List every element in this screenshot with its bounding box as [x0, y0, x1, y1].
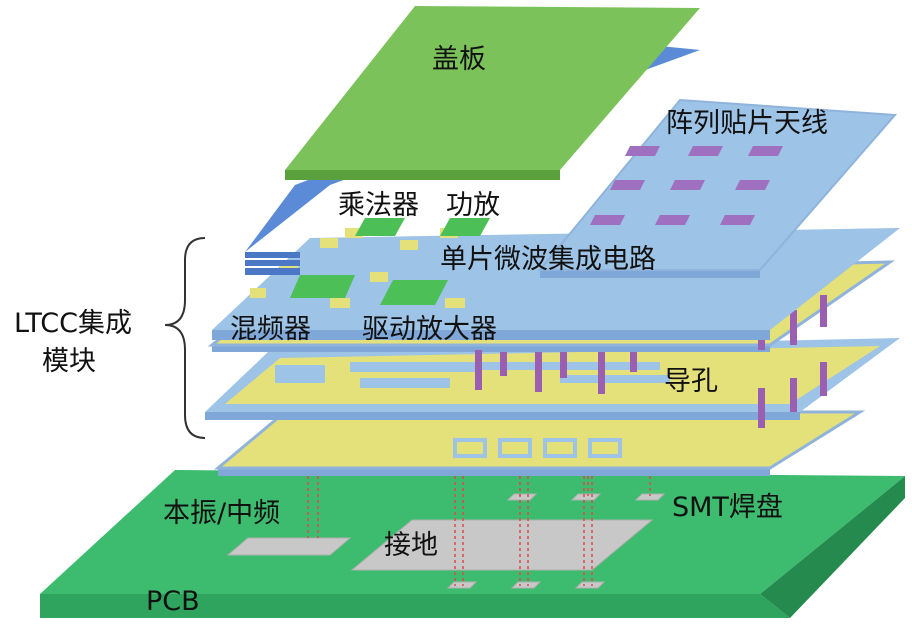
multiplier-label: 乘法器 [338, 190, 419, 221]
ltcc-layer-bottom [213, 410, 866, 476]
via-label: 导孔 [664, 366, 718, 397]
ltcc-brace [164, 237, 206, 439]
cover-plate [285, 6, 700, 180]
driver-amp-label: 驱动放大器 [362, 314, 497, 345]
ltcc-layer-upper [245, 46, 700, 275]
pcb-pads [226, 493, 666, 589]
driver-amp-chip [380, 280, 448, 305]
cover-label: 盖板 [432, 44, 486, 75]
ground-label: 接地 [384, 530, 438, 561]
ground-pad [350, 519, 654, 571]
mixer-label: 混频器 [230, 314, 311, 345]
mixer-chip [290, 275, 355, 298]
lo-if-pad [226, 537, 352, 556]
ltcc-label-line1: LTCC集成 [14, 308, 132, 339]
power-amp-label: 功放 [446, 190, 500, 221]
ltcc-layer-via [205, 338, 900, 420]
lo-if-label: 本振/中频 [163, 498, 281, 529]
smt-pad-label: SMT焊盘 [672, 492, 783, 523]
connection-lines [307, 476, 651, 586]
mmic-label: 单片微波集成电路 [440, 244, 656, 275]
pcb-label: PCB [146, 586, 200, 617]
multiplier-chip [355, 218, 405, 236]
antenna-layer [537, 98, 898, 278]
power-amp-chip [440, 218, 490, 236]
ltcc-label-line2: 模块 [42, 346, 96, 377]
antenna-label: 阵列贴片天线 [666, 108, 828, 139]
